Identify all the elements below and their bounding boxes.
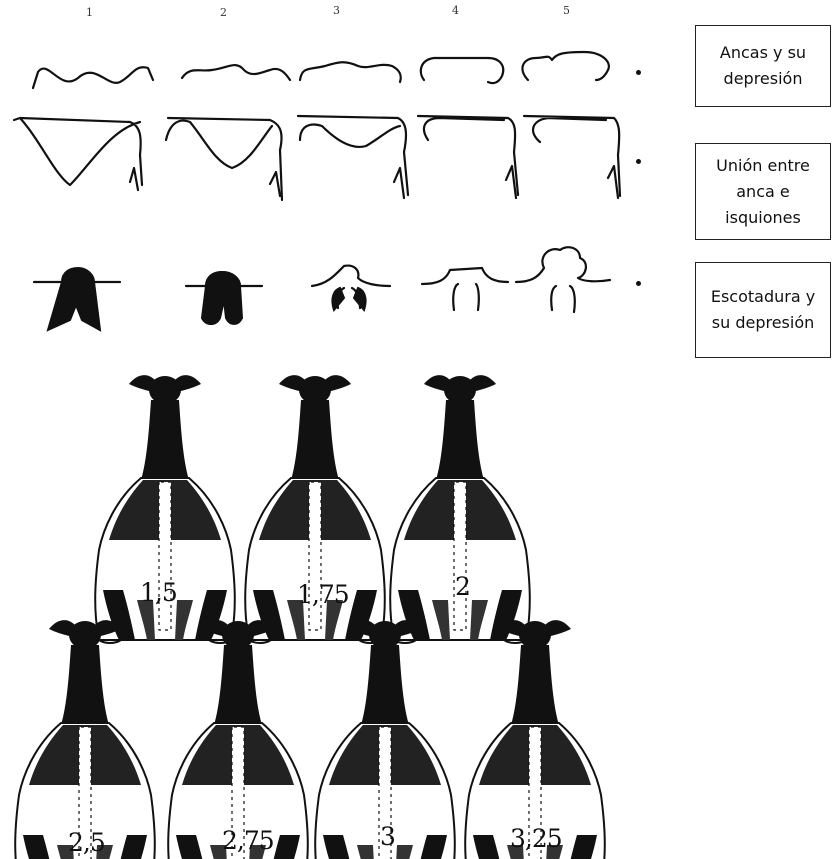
row-label-union: Unión entre anca e isquiones [695, 143, 831, 240]
row-label-escotadura: Escotadura y su depresión [695, 262, 831, 358]
cow-rear-view-2-75 [168, 620, 308, 859]
tailhead-fill-3 [332, 288, 365, 310]
tailhead-profile-4 [422, 268, 508, 310]
score-label-2-5: 2,5 [68, 828, 105, 857]
row-label-escotadura-text: Escotadura y su depresión [700, 284, 826, 336]
hip-profile-5 [522, 52, 608, 80]
score-label-2: 2 [455, 572, 470, 601]
pin-profile-1 [14, 118, 142, 190]
row-label-ancas: Ancas y su depresión [695, 25, 831, 107]
hip-profile-3 [300, 62, 401, 82]
pin-profile-2 [166, 118, 282, 200]
row-label-ancas-text: Ancas y su depresión [700, 40, 826, 92]
cow-rear-view-2 [390, 375, 530, 643]
pin-profile-4 [418, 116, 518, 198]
hip-profile-4 [421, 58, 503, 83]
score-label-1-5: 1,5 [140, 578, 177, 607]
bullet-dot-icon [636, 281, 641, 286]
pin-profile-5 [524, 116, 620, 198]
row-label-union-text: Unión entre anca e isquiones [700, 153, 826, 231]
bullet-dot-icon [636, 70, 641, 75]
pin-profile-3 [298, 116, 408, 198]
tailhead-fill-1 [48, 268, 100, 330]
cow-rear-view-2-5 [15, 620, 155, 859]
bullet-dot-icon [636, 159, 641, 164]
score-label-1-75: 1,75 [297, 580, 349, 609]
tailhead-profile-3 [312, 266, 390, 308]
tailhead-profile-5 [516, 247, 610, 312]
score-label-3: 3 [380, 822, 395, 851]
score-label-3-25: 3,25 [510, 824, 562, 853]
hip-profile-2 [182, 65, 290, 80]
hip-profile-1 [33, 67, 153, 88]
score-label-2-75: 2,75 [222, 826, 274, 855]
